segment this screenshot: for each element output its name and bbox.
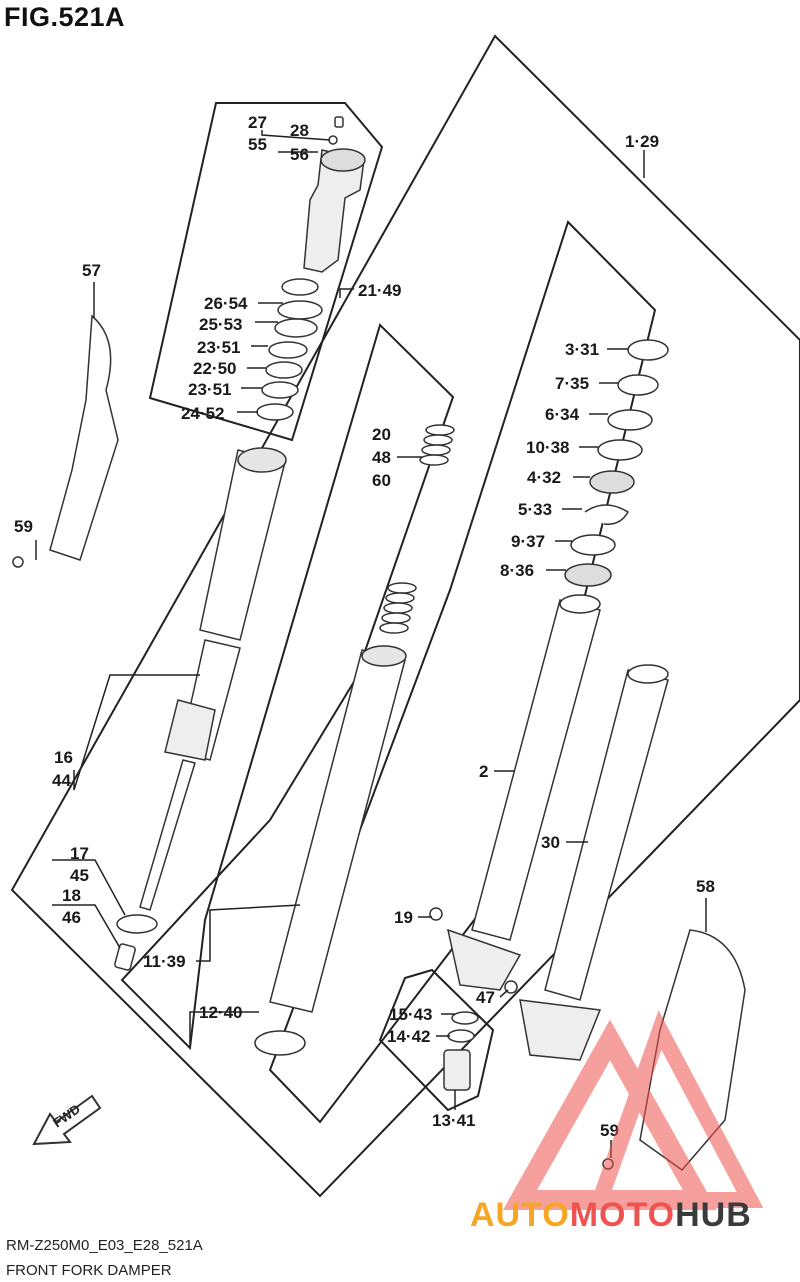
spring-upper xyxy=(419,424,455,466)
callout-23-51b: 23·51 xyxy=(188,380,231,399)
washer-15-43 xyxy=(451,1011,479,1025)
callout-19: 19 xyxy=(394,908,413,927)
ring-22-50 xyxy=(265,361,303,379)
callout-57: 57 xyxy=(82,261,101,280)
ring-25-53 xyxy=(274,318,318,338)
seal-8-36 xyxy=(564,563,612,587)
callout-22-50: 22·50 xyxy=(193,359,236,378)
callout-3-31: 3·31 xyxy=(565,340,599,359)
callout-44: 44 xyxy=(52,771,71,790)
fwd-arrow: FWD xyxy=(32,1094,102,1146)
callout-6-34: 6·34 xyxy=(545,405,580,424)
callout-20: 20 xyxy=(372,425,391,444)
callout-5-33: 5·33 xyxy=(518,500,552,519)
watermark-logo xyxy=(502,1010,764,1210)
callout-7-35: 7·35 xyxy=(555,374,589,393)
washer-small xyxy=(328,135,338,145)
callout-10-38: 10·38 xyxy=(526,438,569,457)
callout-55: 55 xyxy=(248,135,267,154)
callout-23-51a: 23·51 xyxy=(197,338,240,357)
watermark-moto: MOTO xyxy=(569,1196,676,1234)
fork-guard-57 xyxy=(49,314,119,561)
rod-washer xyxy=(116,914,158,934)
callout-12-40: 12·40 xyxy=(199,1003,242,1022)
axle-holder-left xyxy=(446,928,522,991)
bushing-3-31 xyxy=(627,339,669,361)
figure-title: FIG.521A xyxy=(4,2,126,32)
callout-56: 56 xyxy=(290,145,309,164)
callout-25-53: 25·53 xyxy=(199,315,242,334)
spring-lower xyxy=(379,582,417,634)
callout-60: 60 xyxy=(372,471,391,490)
bolt-59a xyxy=(12,556,24,568)
bolt-19 xyxy=(429,907,443,921)
inner-tube xyxy=(269,649,406,1013)
callout-24-52: 24·52 xyxy=(181,404,224,423)
callout-1-29: 1·29 xyxy=(625,132,659,151)
callout-9-37: 9·37 xyxy=(511,532,545,551)
callout-48: 48 xyxy=(372,448,391,467)
washer-14-42 xyxy=(447,1029,475,1043)
watermark-auto: AUTO xyxy=(470,1196,570,1234)
callout-21-49: 21·49 xyxy=(358,281,401,300)
figure-code: RM-Z250M0_E03_E28_521A xyxy=(6,1237,203,1254)
callout-11-39: 11·39 xyxy=(143,952,186,971)
callout-30: 30 xyxy=(541,833,560,852)
callout-59b: 59 xyxy=(600,1121,619,1140)
ring-24-52 xyxy=(256,403,294,421)
clip-5-33 xyxy=(584,504,630,525)
callout-16: 16 xyxy=(54,748,73,767)
damper-rod xyxy=(139,759,196,911)
ring-10-38 xyxy=(597,439,643,461)
ring-23-51a xyxy=(268,341,308,359)
cartridge-cylinder xyxy=(199,449,286,641)
callout-labels: 27 55 28 56 1·29 57 26·54 21·49 25·53 23… xyxy=(14,113,715,1140)
callout-27: 27 xyxy=(248,113,267,132)
callout-17: 17 xyxy=(70,844,89,863)
callout-58: 58 xyxy=(696,877,715,896)
callout-45: 45 xyxy=(70,866,89,885)
seal-4-32 xyxy=(589,470,635,494)
axle-holder-right xyxy=(519,999,602,1061)
figure-name: FRONT FORK DAMPER xyxy=(6,1262,172,1279)
valve-subassembly-outline xyxy=(148,102,384,442)
ring-23-51b xyxy=(261,381,299,399)
callout-13-41: 13·41 xyxy=(432,1111,475,1130)
callout-28: 28 xyxy=(290,121,309,140)
rod-nut xyxy=(114,943,136,971)
callout-59a: 59 xyxy=(14,517,33,536)
cap-bolt xyxy=(334,116,344,128)
callout-15-43: 15·43 xyxy=(389,1005,432,1024)
callout-46: 46 xyxy=(62,908,81,927)
ring-9-37 xyxy=(570,534,616,556)
ring-6-34 xyxy=(607,409,653,431)
callout-14-42: 14·42 xyxy=(387,1027,430,1046)
outer-tube-outline xyxy=(268,220,657,1124)
callout-4-32: 4·32 xyxy=(527,468,561,487)
callout-2: 2 xyxy=(479,762,488,781)
ring-7-35 xyxy=(617,374,659,396)
watermark-hub: HUB xyxy=(675,1196,752,1234)
callout-47: 47 xyxy=(476,988,495,1007)
ring-26-54 xyxy=(277,300,323,320)
base-valve-outline xyxy=(378,968,495,1112)
o-ring-12-40 xyxy=(254,1030,306,1056)
watermark-text: AUTOMOTOHUB xyxy=(470,1196,800,1236)
bolt-13-41 xyxy=(443,1049,471,1091)
valve-body xyxy=(303,149,365,273)
callout-18: 18 xyxy=(62,886,81,905)
callout-8-36: 8·36 xyxy=(500,561,534,580)
callout-26-54: 26·54 xyxy=(204,294,248,313)
